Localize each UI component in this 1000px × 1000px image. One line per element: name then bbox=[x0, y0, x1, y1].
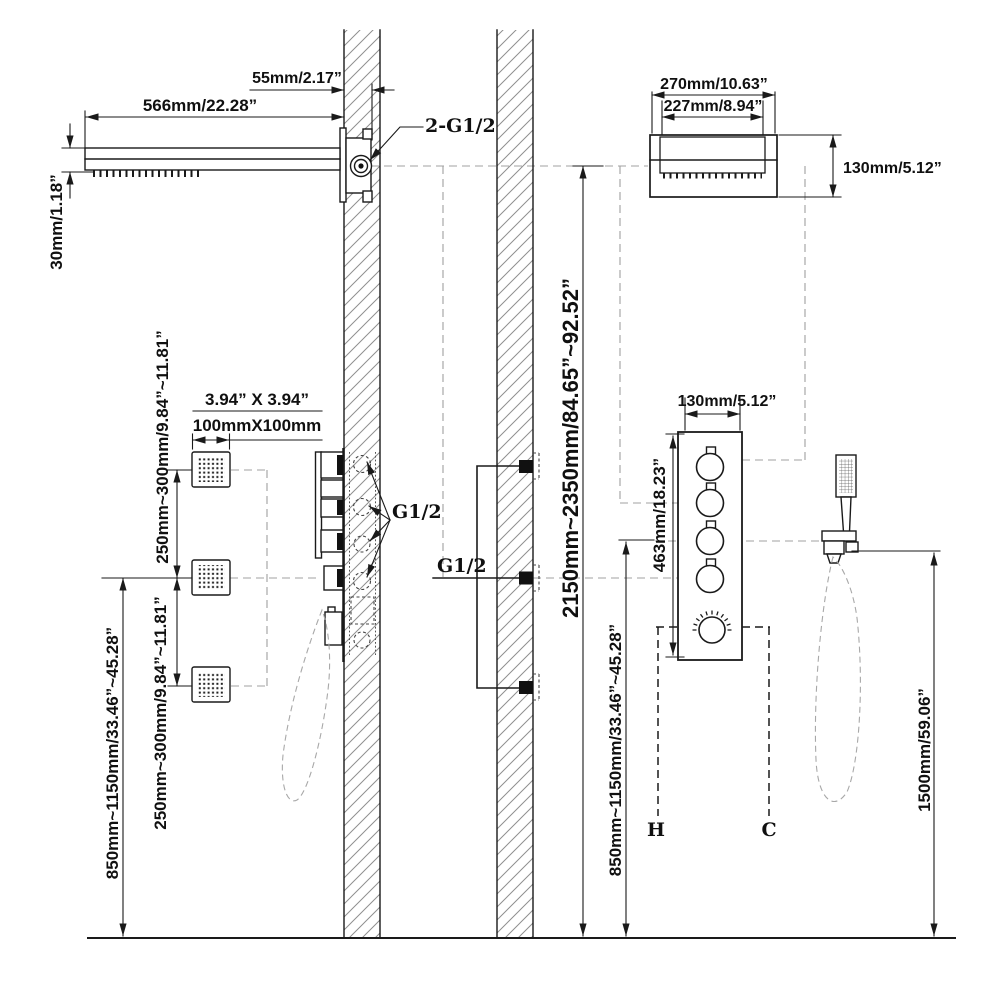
hand-shower-holder bbox=[821, 530, 857, 542]
hand-shower-spray-outline bbox=[814, 555, 861, 803]
dim-jet-gap-lower-label: 250mm~300mm/9.84”~11.81” bbox=[151, 596, 170, 829]
jet-size-mm-label: 100mmX100mm bbox=[193, 416, 322, 435]
valve-ports-label: G1/2 bbox=[392, 501, 442, 523]
dim-wall-depth-label: 55mm/2.17” bbox=[252, 70, 342, 87]
supply-connections bbox=[432, 452, 540, 701]
valve-side-view bbox=[281, 448, 376, 802]
inlet-label: 2-G1/2 bbox=[425, 115, 496, 137]
valve-port-leader bbox=[368, 505, 391, 521]
dim-head-thickness-label: 30mm/1.18” bbox=[47, 174, 66, 269]
dim-arm-length-label: 566mm/22.28” bbox=[143, 96, 257, 115]
body-jets bbox=[191, 451, 231, 703]
valve-port-leader bbox=[366, 461, 391, 521]
temperature-dial bbox=[692, 610, 732, 644]
hot-supply-label: H bbox=[647, 819, 665, 841]
panel-knob bbox=[695, 446, 725, 482]
supply-port bbox=[519, 571, 533, 585]
dim-valve-height-left-label: 850mm~1150mm/33.46”~45.28” bbox=[103, 627, 122, 879]
dim-head-height-range-label: 2150mm~2350mm/84.65”~92.52” bbox=[558, 278, 583, 618]
labels: 55mm/2.17” 566mm/22.28” 30mm/1.18” 2-G1/… bbox=[47, 70, 942, 879]
center-wall bbox=[496, 29, 534, 939]
supply-bracket bbox=[476, 465, 519, 689]
supply-port bbox=[519, 460, 533, 473]
dim-head-width-outer-label: 270mm/10.63” bbox=[660, 76, 768, 93]
alignment-guides bbox=[230, 165, 820, 687]
hand-shower-spray-outline bbox=[281, 608, 331, 802]
dimensions-left bbox=[61, 83, 424, 937]
panel-knob bbox=[695, 482, 725, 518]
hand-shower-holder-side bbox=[324, 611, 343, 646]
hand-shower bbox=[814, 454, 861, 803]
dim-panel-width-label: 130mm/5.12” bbox=[678, 393, 777, 410]
supply-port-label: G1/2 bbox=[437, 555, 487, 577]
valve-port-leader bbox=[366, 519, 391, 578]
hand-shower-handle bbox=[840, 496, 852, 533]
inlet-leader-line bbox=[369, 126, 424, 161]
rain-shower-head-side-view bbox=[84, 127, 373, 203]
dim-jet-gap-upper-label: 250mm~300mm/9.84”~11.81” bbox=[153, 330, 172, 563]
dim-head-width-inner-label: 227mm/8.94” bbox=[664, 98, 763, 115]
thermostatic-valve-panel bbox=[656, 431, 770, 816]
panel-knob bbox=[695, 520, 725, 556]
dim-valve-height-right-label: 850mm~1150mm/33.46”~45.28” bbox=[606, 624, 625, 876]
rain-shower-head-front-view bbox=[649, 134, 778, 198]
dimensions-center bbox=[572, 165, 604, 937]
panel-knob bbox=[695, 558, 725, 594]
dimensions-right bbox=[618, 91, 941, 937]
wall-plate bbox=[339, 127, 347, 203]
cold-supply-label: C bbox=[761, 819, 776, 841]
holder-nozzle bbox=[826, 553, 842, 564]
valve-port-leader bbox=[369, 519, 391, 542]
dim-head-height-label: 130mm/5.12” bbox=[843, 160, 942, 177]
supply-port bbox=[519, 681, 533, 694]
dim-panel-height-label: 463mm/18.23” bbox=[650, 458, 669, 572]
jet-size-inch-label: 3.94” X 3.94” bbox=[205, 390, 309, 409]
dim-hand-shower-height-label: 1500mm/59.06” bbox=[915, 688, 934, 812]
